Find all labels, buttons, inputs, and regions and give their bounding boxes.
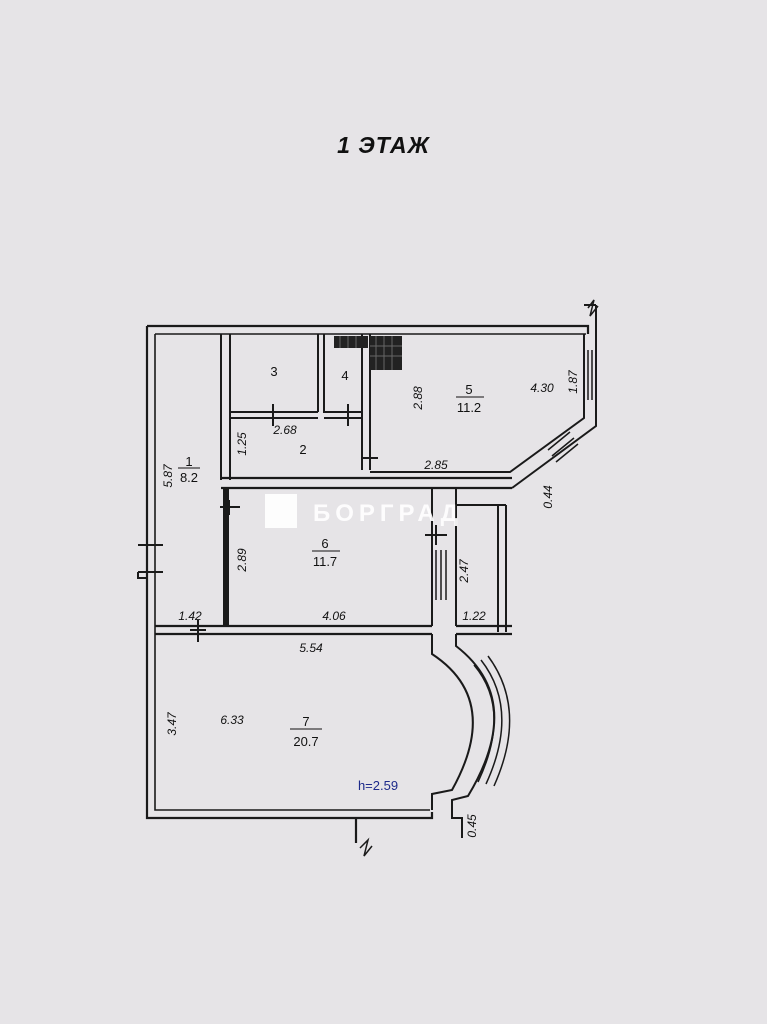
dimension: 4.30 (530, 381, 554, 395)
dimension: 1.87 (566, 369, 580, 394)
door-ticks (190, 404, 447, 642)
vent-shaft (334, 336, 368, 348)
vent-shaft (370, 336, 402, 370)
watermark-text: БОРГРАД (313, 500, 463, 527)
dimension: 1.42 (178, 609, 202, 623)
watermark: БОРГРАД (265, 494, 463, 528)
room-area: 20.7 (293, 734, 318, 749)
dimension: 1.25 (235, 432, 249, 456)
dimension: 1.22 (462, 609, 486, 623)
break-mark (587, 299, 599, 317)
dimension: 4.06 (322, 609, 346, 623)
room-number: 3 (270, 364, 277, 379)
room-number: 6 (321, 536, 328, 551)
door-tick (190, 404, 447, 642)
dimension: 2.89 (235, 548, 249, 573)
room-labels: 1 8.2 2 3 4 5 11.2 6 11.7 7 20.7 h=2.59 (178, 364, 484, 793)
dimension: 6.33 (220, 713, 244, 727)
dimension: 5.54 (299, 641, 323, 655)
ceiling-height: h=2.59 (358, 778, 398, 793)
window-room7-bay (473, 655, 511, 787)
dimension: 2.47 (457, 558, 471, 584)
corridor-wall (220, 334, 231, 480)
dimension: 2.85 (423, 458, 448, 472)
entrance-gap (137, 544, 163, 579)
vent-grid (339, 336, 402, 370)
dimension: 0.44 (541, 485, 555, 509)
break-mark (359, 837, 373, 857)
dimension: 2.68 (272, 423, 297, 437)
room-area: 11.2 (457, 400, 481, 415)
dimension-labels: 5.87 1.25 2.68 2.88 4.30 1.87 2.85 0.44 … (161, 369, 580, 838)
vent-shafts (334, 336, 402, 370)
room7-top-wall (155, 624, 512, 636)
dimension: 3.47 (165, 711, 179, 736)
window-room5-bay (547, 431, 579, 463)
floor-title: 1 ЭТАЖ (337, 132, 430, 158)
watermark-logo (265, 494, 297, 528)
room-number: 2 (299, 442, 306, 457)
room6-top-wall (221, 476, 512, 490)
outer-wall (145, 324, 590, 843)
dimension: 2.88 (411, 386, 425, 411)
room-area: 8.2 (180, 470, 198, 485)
windows (435, 350, 597, 787)
room4-wall (361, 334, 371, 470)
dimension: 0.45 (465, 814, 479, 838)
room6-left-wall (223, 488, 229, 626)
room-number: 1 (185, 454, 192, 469)
window-room6 (435, 550, 447, 600)
dimension: 5.87 (161, 463, 175, 488)
balcony-wall (431, 488, 507, 632)
window-room5 (587, 350, 597, 400)
room-number: 4 (341, 368, 348, 383)
room-number: 5 (465, 382, 472, 397)
walls (137, 304, 597, 843)
room-number: 7 (302, 714, 309, 729)
room-area: 11.7 (313, 554, 337, 569)
